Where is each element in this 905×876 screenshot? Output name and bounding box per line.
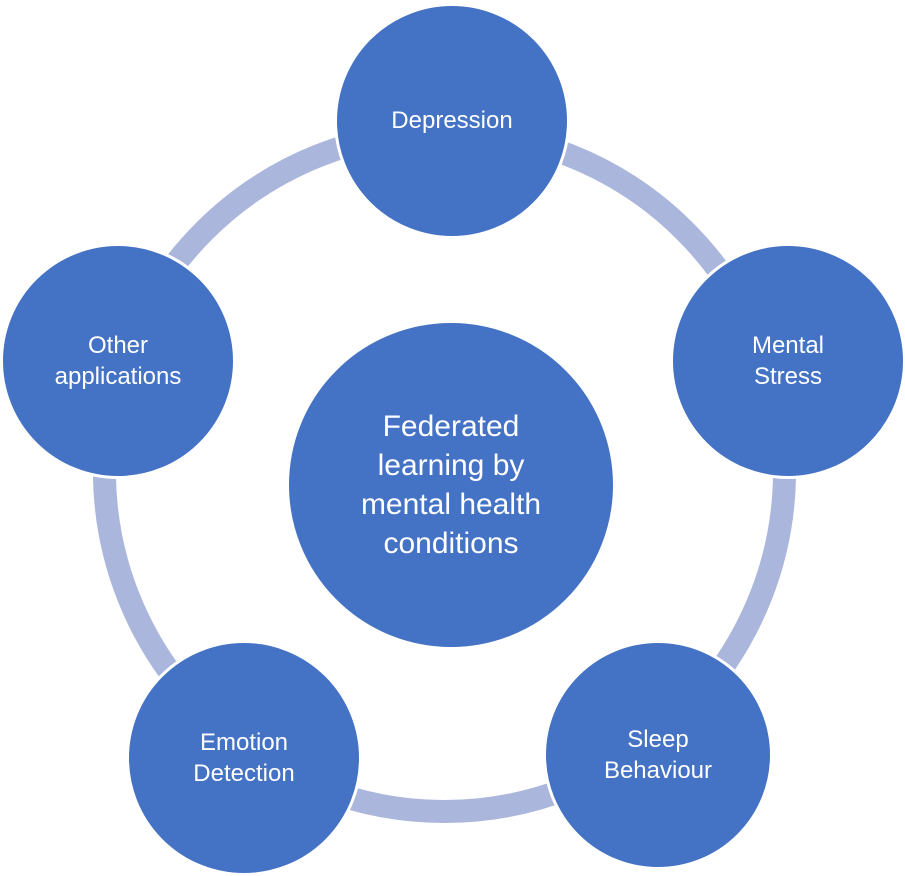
node-mental-stress: Mental Stress: [670, 243, 905, 479]
node-label: Depression: [391, 107, 513, 135]
center-node: Federated learning by mental health cond…: [286, 320, 616, 650]
node-label: Mental Stress: [751, 331, 825, 390]
node-emotion-detection: Emotion Detection: [126, 640, 362, 876]
node-label: Emotion Detection: [193, 728, 295, 787]
center-label: Federated learning by mental health cond…: [360, 410, 542, 560]
node-label: Sleep Behaviour: [603, 725, 713, 784]
node-sleep-behaviour: Sleep Behaviour: [543, 640, 773, 870]
node-depression: Depression: [334, 3, 570, 239]
node-label: Other applications: [54, 331, 182, 390]
node-other-applications: Other applications: [0, 243, 236, 479]
